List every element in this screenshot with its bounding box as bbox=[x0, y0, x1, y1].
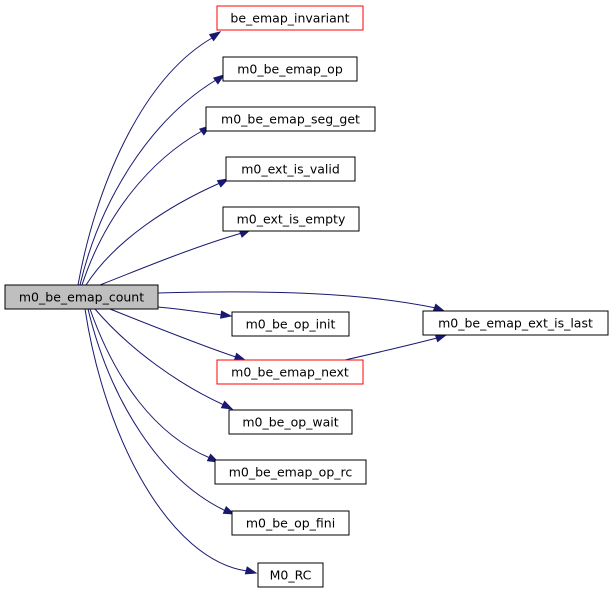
arrowhead-icon bbox=[216, 178, 230, 188]
edge-m0_be_emap_count-to-m0_be_op_init bbox=[157, 306, 233, 319]
node-label: m0_be_emap_seg_get bbox=[221, 112, 360, 127]
node-box bbox=[216, 5, 364, 31]
node-label: m0_be_emap_next bbox=[231, 365, 349, 380]
node-box bbox=[422, 310, 609, 336]
node-label: be_emap_invariant bbox=[230, 11, 349, 26]
node-m0_be_emap_next[interactable]: m0_be_emap_next bbox=[216, 359, 364, 385]
nodes-layer: m0_be_emap_count be_emap_invariant m0_be_e… bbox=[4, 5, 609, 588]
edge-line bbox=[84, 308, 248, 572]
edge-m0_be_emap_count-to-m0_be_emap_ext_is_last bbox=[157, 291, 446, 312]
edge-line bbox=[79, 79, 217, 286]
node-m0_be_emap_op[interactable]: m0_be_emap_op bbox=[222, 56, 358, 82]
arrowhead-icon bbox=[208, 31, 222, 42]
edge-m0_be_emap_count-to-m0_be_op_fini bbox=[87, 308, 236, 515]
node-m0_ext_is_empty[interactable]: m0_ext_is_empty bbox=[222, 206, 360, 232]
edge-m0_be_emap_count-to-m0_be_op_wait bbox=[94, 308, 234, 410]
node-label: m0_be_op_fini bbox=[246, 516, 335, 531]
node-label: m0_be_op_init bbox=[246, 317, 336, 332]
edge-m0_be_emap_count-to-be_emap_invariant bbox=[77, 31, 222, 286]
arrowhead-icon bbox=[432, 303, 446, 312]
arrowhead-icon bbox=[212, 74, 226, 85]
arrowhead-icon bbox=[434, 334, 448, 343]
node-label: m0_be_emap_ext_is_last bbox=[438, 316, 593, 331]
edge-line bbox=[157, 306, 223, 316]
node-box bbox=[231, 311, 350, 337]
node-m0_be_op_fini[interactable]: m0_be_op_fini bbox=[231, 510, 350, 536]
node-box bbox=[222, 56, 358, 82]
node-box bbox=[225, 156, 356, 182]
node-box bbox=[205, 106, 376, 132]
edge-line bbox=[85, 182, 221, 286]
node-m0_be_op_wait[interactable]: m0_be_op_wait bbox=[228, 409, 353, 435]
edge-m0_be_emap_count-to-m0_be_emap_op bbox=[79, 74, 226, 286]
node-box bbox=[4, 284, 159, 310]
node-M0_RC[interactable]: M0_RC bbox=[257, 562, 324, 588]
node-box bbox=[216, 359, 364, 385]
edge-m0_be_emap_count-to-m0_ext_is_empty bbox=[99, 229, 252, 286]
edge-line bbox=[99, 232, 243, 286]
node-m0_be_emap_op_rc[interactable]: m0_be_emap_op_rc bbox=[214, 459, 367, 485]
arrowhead-icon bbox=[244, 566, 258, 575]
edge-m0_be_emap_next-to-m0_be_emap_ext_is_last bbox=[344, 334, 448, 361]
node-be_emap_invariant[interactable]: be_emap_invariant bbox=[216, 5, 364, 31]
edge-line bbox=[344, 337, 438, 361]
edge-line bbox=[109, 308, 237, 358]
node-label: m0_be_emap_op bbox=[237, 62, 343, 77]
node-box bbox=[222, 206, 360, 232]
edge-line bbox=[89, 308, 211, 459]
edge-m0_be_emap_count-to-m0_be_emap_seg_get bbox=[81, 125, 212, 286]
edge-line bbox=[77, 37, 213, 286]
node-box bbox=[257, 562, 324, 588]
node-label: m0_be_op_wait bbox=[242, 415, 338, 430]
arrowhead-icon bbox=[233, 352, 247, 361]
node-m0_be_op_init[interactable]: m0_be_op_init bbox=[231, 311, 350, 337]
edge-m0_be_emap_count-to-m0_ext_is_valid bbox=[85, 178, 230, 286]
edge-line bbox=[157, 291, 437, 309]
edge-line bbox=[94, 308, 225, 406]
edges-layer bbox=[77, 31, 448, 575]
arrowhead-icon bbox=[222, 505, 236, 515]
arrowhead-icon bbox=[220, 400, 234, 410]
edge-m0_be_emap_count-to-m0_be_emap_op_rc bbox=[89, 308, 220, 463]
node-label: M0_RC bbox=[270, 568, 312, 583]
edge-line bbox=[81, 130, 203, 286]
node-label: m0_ext_is_valid bbox=[241, 162, 340, 177]
node-label: m0_ext_is_empty bbox=[237, 212, 346, 227]
node-m0_ext_is_valid[interactable]: m0_ext_is_valid bbox=[225, 156, 356, 182]
node-label: m0_be_emap_count bbox=[19, 290, 144, 305]
node-m0_be_emap_count[interactable]: m0_be_emap_count bbox=[4, 284, 159, 310]
edge-m0_be_emap_count-to-M0_RC bbox=[84, 308, 258, 575]
node-m0_be_emap_seg_get[interactable]: m0_be_emap_seg_get bbox=[205, 106, 376, 132]
arrowhead-icon bbox=[220, 310, 233, 319]
node-label: m0_be_emap_op_rc bbox=[229, 465, 353, 480]
edge-line bbox=[87, 308, 227, 512]
node-box bbox=[228, 409, 353, 435]
node-box bbox=[231, 510, 350, 536]
node-box bbox=[214, 459, 367, 485]
node-m0_be_emap_ext_is_last[interactable]: m0_be_emap_ext_is_last bbox=[422, 310, 609, 336]
